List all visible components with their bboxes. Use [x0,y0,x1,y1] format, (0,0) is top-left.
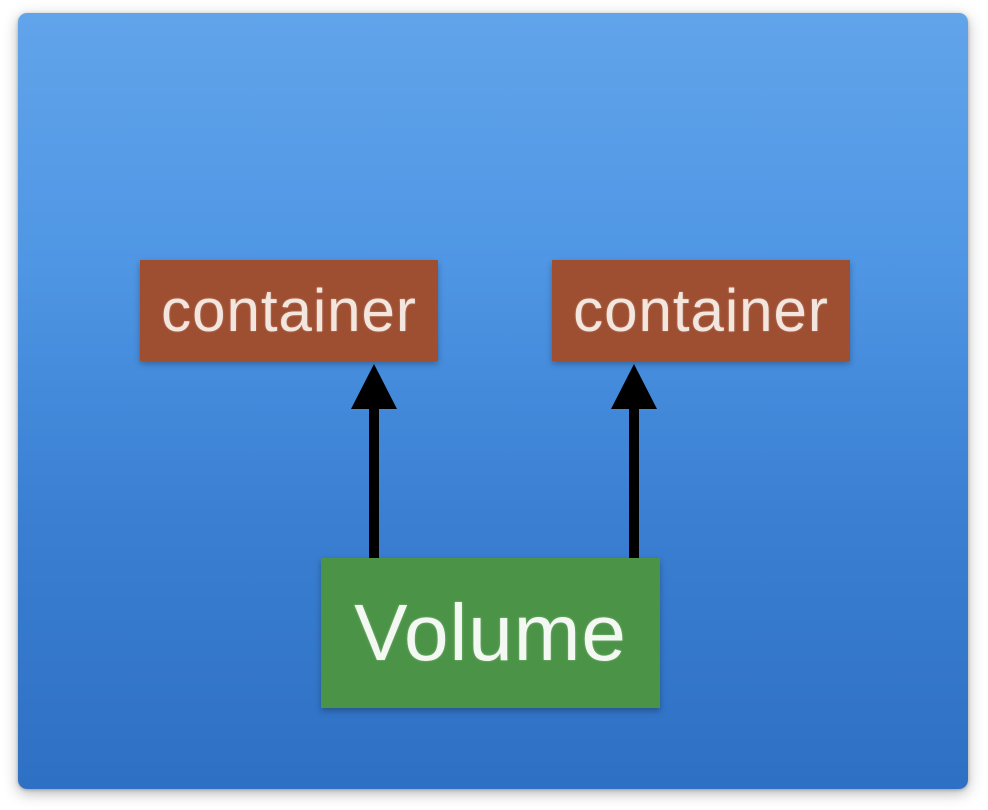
volume-label: Volume [354,588,627,677]
slide-background: container container Volume [18,13,968,789]
arrow-shaft [369,406,379,558]
arrow-shaft [629,406,639,558]
volume-node: Volume [321,558,660,708]
arrow-head-icon [611,364,657,409]
container-node-left: container [140,260,438,361]
arrow-head-icon [351,364,397,409]
container-left-label: container [161,277,417,344]
container-right-label: container [573,277,829,344]
container-node-right: container [552,260,850,361]
